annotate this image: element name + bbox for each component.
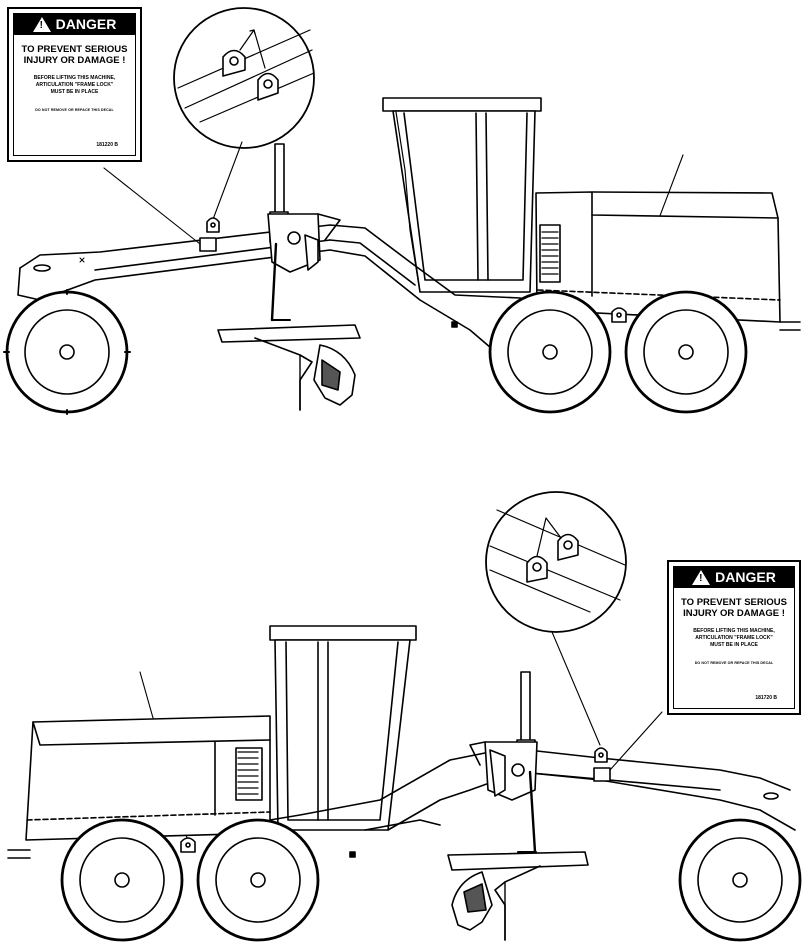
decal-sub-1: BEFORE LIFTING THIS MACHINE, [693, 628, 775, 634]
decal-warning-text: TO PREVENT SERIOUS INJURY OR DAMAGE ! [9, 44, 140, 66]
leader-line [211, 141, 243, 223]
decal-fine-print: DO NOT REMOVE OR REPACE THIS DECAL [694, 661, 774, 665]
rear-wheel-2-top [624, 290, 748, 414]
front-wheel-top [3, 289, 131, 415]
lifting-eye-icon [526, 555, 548, 583]
cab-top [382, 97, 542, 293]
decal-sub-2: ARTICULATION "FRAME LOCK" [35, 82, 114, 88]
front-frame-bottom [269, 747, 796, 858]
danger-header-text: DANGER [715, 569, 776, 585]
lifting-eye-icon [222, 49, 246, 77]
decal-line-1: TO PREVENT SERIOUS [21, 44, 128, 55]
leader-line [551, 631, 601, 746]
decal-sub-2: ARTICULATION "FRAME LOCK" [695, 635, 773, 641]
engine-hood-top [535, 191, 801, 331]
lifting-eye-icon [257, 72, 279, 101]
decal-border [673, 566, 795, 709]
danger-header: ! DANGER [673, 566, 795, 588]
front-wheel-bottom [678, 818, 802, 942]
detail-circle-bottom [485, 491, 627, 633]
grader-bottom [7, 491, 802, 942]
danger-decal-rear: ! DANGER TO PREVENT SERIOUS INJURY OR DA… [667, 560, 801, 715]
rear-wheel-2-bottom [196, 818, 320, 942]
lift-arm-top [267, 143, 341, 322]
danger-decal-front: ! DANGER TO PREVENT SERIOUS INJURY OR DA… [7, 7, 142, 162]
leader-line [103, 167, 201, 245]
blade-bottom [447, 851, 589, 941]
decal-instructions: BEFORE LIFTING THIS MACHINE, ARTICULATIO… [674, 628, 794, 649]
decal-part-code: 181220 B [96, 142, 118, 148]
tandem-lift-eye-bottom [180, 837, 196, 853]
decal-line-2: INJURY OR DAMAGE ! [23, 55, 126, 66]
lifting-eye-icon [557, 533, 579, 561]
cab-bottom [269, 625, 417, 831]
danger-header: ! DANGER [13, 13, 136, 35]
decal-line-2: INJURY OR DAMAGE ! [683, 608, 785, 619]
danger-header-text: DANGER [55, 16, 117, 32]
detail-circle-top [173, 7, 315, 149]
tandem-lift-eye-top [611, 307, 627, 323]
warning-triangle-icon: ! [32, 16, 51, 32]
rear-wheel-1-top [488, 290, 612, 414]
rear-wheel-1-bottom [60, 818, 184, 942]
blade-top [217, 324, 361, 411]
decal-border [13, 13, 136, 156]
decal-sub-1: BEFORE LIFTING THIS MACHINE, [33, 75, 116, 81]
decal-instructions: BEFORE LIFTING THIS MACHINE, ARTICULATIO… [14, 75, 135, 96]
decal-sub-3: MUST BE IN PLACE [50, 89, 99, 95]
decal-fine-print: DO NOT REMOVE OR REPACE THIS DECAL [35, 108, 114, 112]
decal-sub-3: MUST BE IN PLACE [710, 642, 758, 648]
warning-triangle-icon: ! [692, 569, 711, 585]
decal-part-code: 181720 B [755, 695, 777, 701]
grader-top [3, 7, 801, 415]
decal-line-1: TO PREVENT SERIOUS [681, 597, 787, 608]
lift-arm-bottom [469, 671, 538, 854]
decal-warning-text: TO PREVENT SERIOUS INJURY OR DAMAGE ! [669, 597, 799, 619]
